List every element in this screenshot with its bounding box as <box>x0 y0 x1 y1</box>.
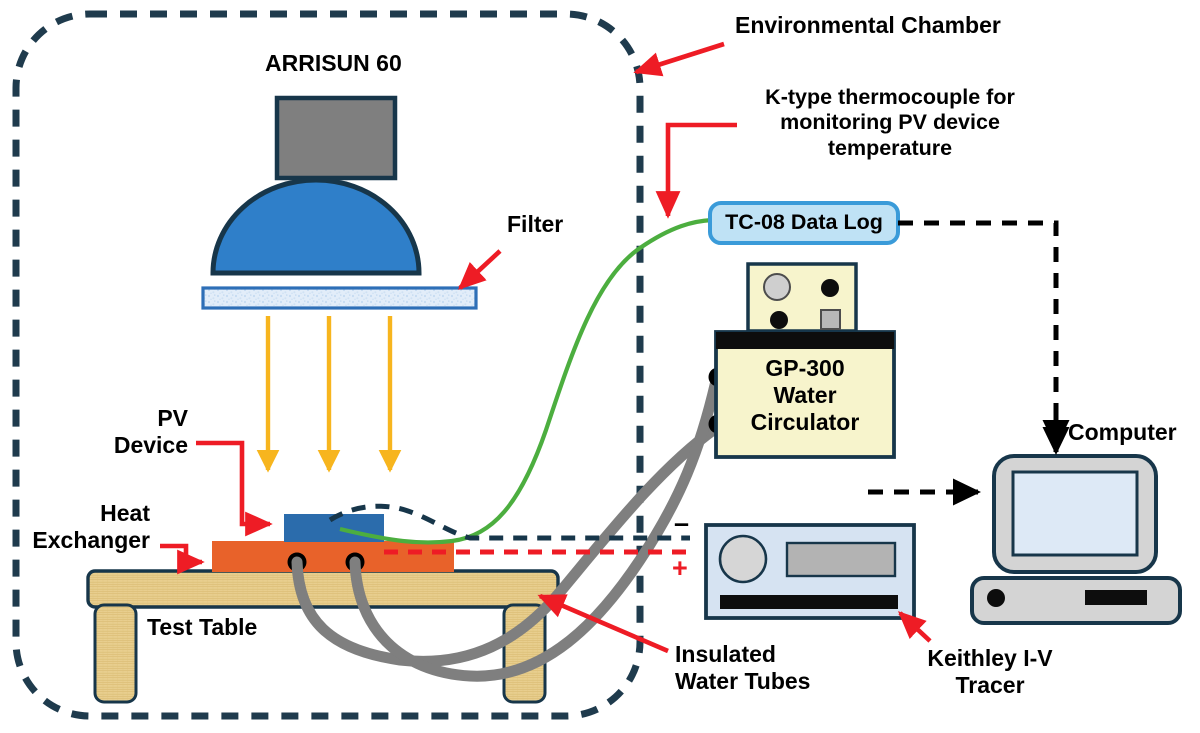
arrow-keithley <box>897 611 932 643</box>
arrow-filter <box>457 249 502 290</box>
label-computer: Computer <box>1068 419 1177 445</box>
arrow-insulated-tubes <box>537 593 669 654</box>
label-gp300-circulator: GP-300 Water Circulator <box>750 355 860 436</box>
label-terminal-plus: + <box>672 553 688 583</box>
computer-power-button <box>987 589 1005 607</box>
insulated-water-tubes <box>291 375 722 682</box>
circulator-knob <box>763 273 791 301</box>
arrow-heat-exchanger <box>160 543 205 575</box>
label-terminal-minus: – <box>674 508 690 538</box>
label-pv-device: PV Device <box>113 405 188 459</box>
label-heat-exchanger: Heat Exchanger <box>32 500 150 554</box>
arrow-thermocouple <box>655 122 737 219</box>
callout-arrows <box>160 41 932 654</box>
computer-base <box>970 576 1182 625</box>
circulator-button-square <box>820 309 841 330</box>
pv-negative-lead <box>328 503 690 541</box>
keithley-knob <box>718 534 768 584</box>
label-environmental-chamber: Environmental Chamber <box>735 12 1001 38</box>
thermocouple-green-wire <box>339 217 713 545</box>
arrisun-60-lamp <box>210 95 422 276</box>
table-top <box>86 569 560 609</box>
lamp-dome <box>210 177 422 276</box>
label-tc08: TC-08 Data Log <box>725 210 883 234</box>
computer-drive-slot <box>1085 590 1147 605</box>
keithley-front-bar <box>720 595 898 609</box>
arrow-pv-device <box>196 440 273 537</box>
keithley-display <box>785 541 897 578</box>
computer-workstation[interactable] <box>970 454 1182 625</box>
environmental-chamber-boundary <box>12 10 644 720</box>
arrow-environmental-chamber <box>633 41 725 77</box>
circulator-top-bar <box>716 332 894 349</box>
monitor-screen <box>1011 470 1139 557</box>
table-leg-left <box>93 603 138 704</box>
label-filter: Filter <box>507 211 564 237</box>
label-keithley-iv-tracer: Keithley I-V Tracer <box>927 645 1053 699</box>
optical-filter <box>201 286 478 310</box>
circulator-indicator-1 <box>821 279 839 297</box>
label-insulated-water-tubes: Insulated Water Tubes <box>675 641 811 695</box>
circulator-indicator-2 <box>770 311 788 329</box>
keithley-iv-tracer[interactable] <box>704 523 916 620</box>
label-thermocouple-note: K-type thermocouple for monitoring PV de… <box>765 85 1015 160</box>
light-rays <box>256 316 402 473</box>
label-arrisun-60: ARRISUN 60 <box>265 50 402 76</box>
gp300-water-circulator[interactable] <box>714 262 896 459</box>
heat-exchanger-block <box>212 541 454 572</box>
tc08-to-computer-cable <box>898 220 1070 448</box>
lamp-housing-top <box>274 95 398 181</box>
label-test-table: Test Table <box>147 614 258 640</box>
